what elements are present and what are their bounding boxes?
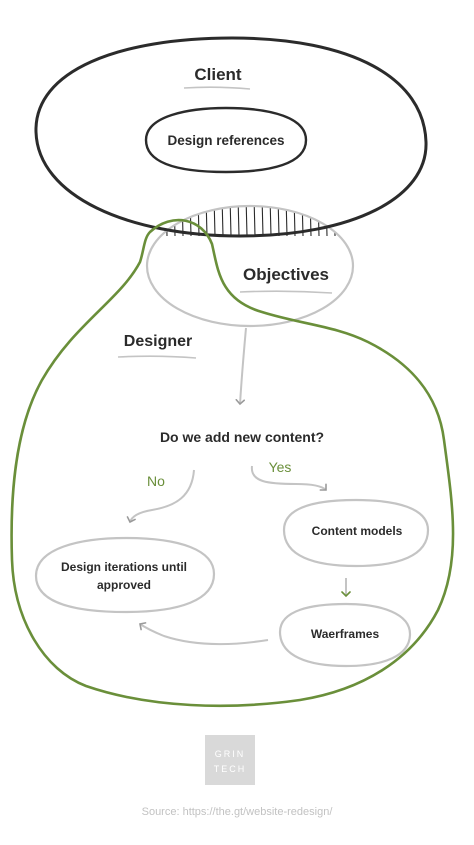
waerframes-ellipse — [278, 602, 412, 668]
source-text: Source: https://the.gt/website-redesign/ — [142, 806, 334, 818]
content-models-ellipse — [282, 498, 430, 568]
designer-label: Designer — [124, 333, 192, 350]
design-iterations-ellipse — [34, 536, 216, 614]
hatch-line — [301, 206, 304, 237]
hatch-line — [293, 206, 296, 237]
objectives-underline — [239, 290, 333, 294]
hatch-line — [245, 206, 248, 237]
arrow-objectives-to-question — [235, 327, 247, 406]
yes-label: Yes — [269, 459, 292, 475]
hatch-line — [253, 206, 256, 237]
grin-tech-logo: GRIN TECH — [205, 735, 255, 785]
no-label: No — [147, 473, 165, 489]
design-references-label: Design references — [167, 133, 284, 148]
design-references-ellipse — [144, 106, 308, 174]
hatch-line — [261, 206, 264, 237]
hatch-line — [269, 206, 272, 237]
hatch-line — [237, 206, 240, 237]
hatch-line — [277, 206, 280, 237]
arrow-yes — [250, 465, 327, 491]
logo-line1: GRIN — [215, 749, 246, 759]
hatch-line — [229, 206, 232, 237]
hatch-line — [285, 206, 288, 237]
objectives-ellipse — [145, 204, 355, 328]
question-label: Do we add new content? — [160, 429, 324, 445]
designer-underline — [117, 355, 197, 359]
designer-region-outline — [10, 218, 455, 708]
hatch-line — [341, 206, 344, 237]
client-label: Client — [194, 65, 242, 84]
client-ellipse — [34, 36, 428, 238]
hatch-line — [197, 206, 200, 237]
hatch-line — [181, 206, 184, 237]
hatch-line — [325, 206, 328, 237]
hatch-line — [349, 206, 352, 237]
objectives-label: Objectives — [243, 265, 329, 284]
content-models-label: Content models — [312, 524, 403, 538]
hatch-line — [213, 206, 216, 237]
arrow-no — [126, 469, 195, 524]
client-underline — [183, 86, 251, 90]
hatch-line — [205, 206, 208, 237]
logo-line2: TECH — [214, 764, 247, 774]
design-iterations-label-line2: approved — [97, 578, 151, 592]
hatch-line — [221, 206, 224, 237]
waerframes-label: Waerframes — [311, 627, 380, 641]
arrow-waerframes-to-iterations — [139, 622, 269, 646]
design-iterations-label-line1: Design iterations until — [61, 560, 187, 574]
